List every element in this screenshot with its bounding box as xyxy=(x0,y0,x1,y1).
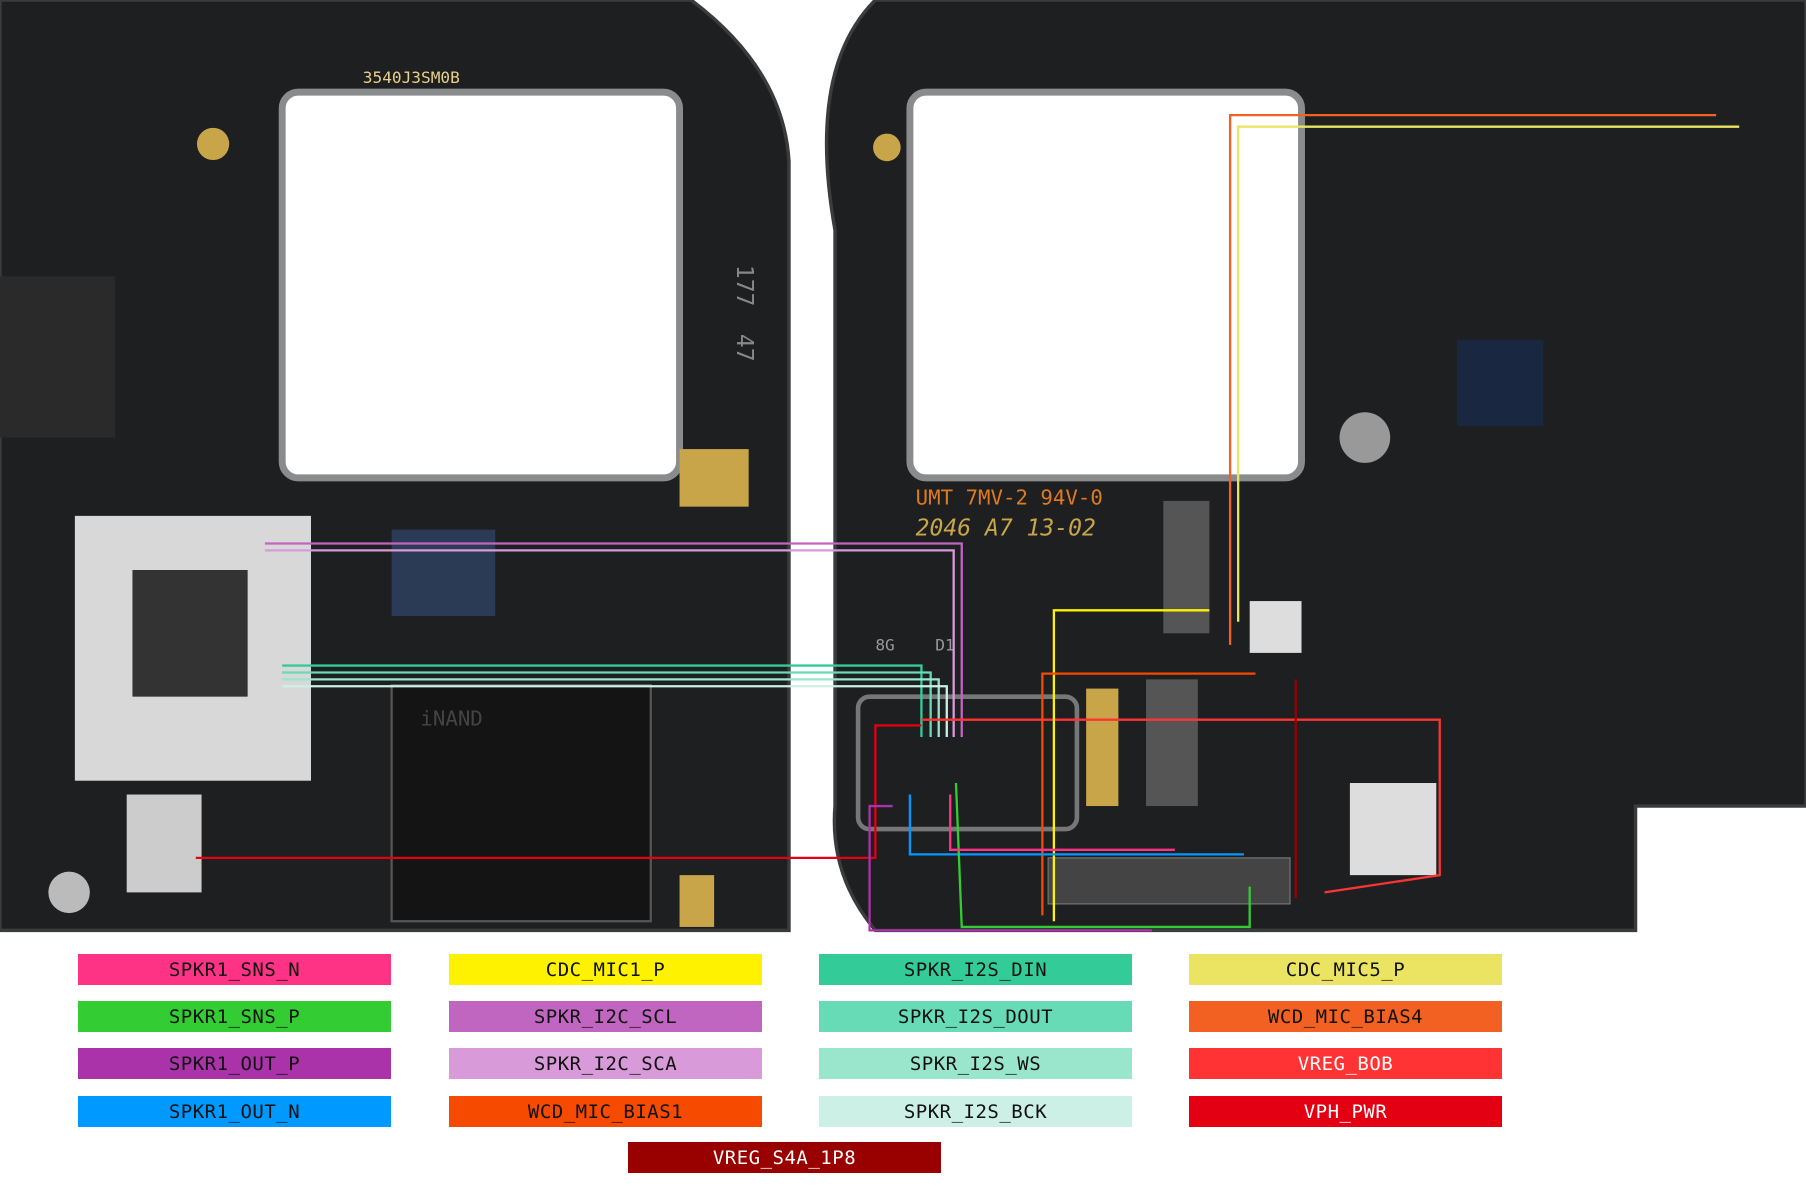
pmic-chip xyxy=(1457,339,1544,427)
left-side-marking-177: 177 xyxy=(731,265,757,307)
right-board-marking-2: 2046 A7 13-02 xyxy=(916,515,1096,541)
legend-item-cdc-mic1-p: CDC_MIC1_P xyxy=(449,954,762,985)
trace-i2s-dout xyxy=(282,671,932,737)
left-mount-hole xyxy=(196,127,230,161)
right-mount-hole xyxy=(1339,412,1391,463)
trace-mic-bias1 xyxy=(1041,672,1256,916)
legend-item-spkr1-sns-n: SPKR1_SNS_N xyxy=(78,954,391,985)
trace-i2s-ws xyxy=(282,678,940,737)
right-gold-strip xyxy=(1086,688,1119,807)
left-board-cutout xyxy=(278,88,684,482)
legend-item-vreg-bob: VREG_BOB xyxy=(1189,1048,1502,1079)
left-board-marking: 3540J3SM0B xyxy=(363,68,460,87)
trace-sns-p xyxy=(954,782,1251,929)
right-bga xyxy=(1349,783,1437,876)
signal-traces xyxy=(195,113,1740,932)
board-to-board-connector xyxy=(1047,857,1291,905)
legend-item-spkr-i2s-bck: SPKR_I2S_BCK xyxy=(819,1096,1132,1127)
emmc-marking: iNAND xyxy=(420,706,482,730)
trace-vreg-bob xyxy=(921,718,1441,894)
emmc-chip xyxy=(390,683,652,923)
trace-sns-n xyxy=(949,794,1175,851)
legend-item-spkr-i2s-ws: SPKR_I2S_WS xyxy=(819,1048,1132,1079)
trace-i2c-sca xyxy=(264,549,955,737)
left-soc-pattern xyxy=(132,569,248,697)
right-board-cutout xyxy=(906,88,1305,482)
legend-item-spkr1-out-n: SPKR1_OUT_N xyxy=(78,1096,391,1127)
trace-i2c-scl xyxy=(264,542,963,737)
right-board-marking-1: UMT 7MV-2 94V-0 xyxy=(916,485,1103,509)
legend-item-spkr-i2c-sca: SPKR_I2C_SCA xyxy=(449,1048,762,1079)
legend-item-wcd-mic-bias1: WCD_MIC_BIAS1 xyxy=(449,1096,762,1127)
trace-cdc-mic5 xyxy=(1237,125,1740,622)
legend-item-spkr-i2c-scl: SPKR_I2C_SCL xyxy=(449,1001,762,1032)
left-side-marking-47: 47 xyxy=(731,334,757,362)
legend-item-wcd-mic-bias4: WCD_MIC_BIAS4 xyxy=(1189,1001,1502,1032)
right-gold-hole xyxy=(873,133,901,162)
left-chip-2 xyxy=(0,276,116,438)
left-mount-hole-2 xyxy=(48,871,90,914)
trace-out-p xyxy=(868,804,1152,932)
legend-item-spkr-i2s-din: SPKR_I2S_DIN xyxy=(819,954,1132,985)
legend-item-cdc-mic5-p: CDC_MIC5_P xyxy=(1189,954,1502,985)
trace-mic-bias4 xyxy=(1228,113,1717,645)
legend-item-vreg-s4a-1p8: VREG_S4A_1P8 xyxy=(628,1142,941,1173)
label-d1: D1 xyxy=(935,636,954,655)
left-gold-pad xyxy=(679,449,749,507)
right-bga-2 xyxy=(1249,601,1302,653)
legend-item-spkr-i2s-dout: SPKR_I2S_DOUT xyxy=(819,1001,1132,1032)
right-connector-2 xyxy=(1146,679,1198,807)
legend-item-spkr1-out-p: SPKR1_OUT_P xyxy=(78,1048,391,1079)
right-connector-1 xyxy=(1163,500,1210,634)
speaker-amp-area xyxy=(855,694,1080,832)
trace-out-n xyxy=(908,794,1244,856)
trace-vph-pwr xyxy=(195,724,922,860)
trace-cdc-mic1 xyxy=(1052,609,1210,922)
left-chip-3 xyxy=(126,794,202,893)
left-gold-pad-2 xyxy=(679,875,715,927)
label-8g: 8G xyxy=(875,636,894,655)
legend-item-vph-pwr: VPH_PWR xyxy=(1189,1096,1502,1127)
trace-i2s-din xyxy=(282,664,923,737)
legend-item-spkr1-sns-p: SPKR1_SNS_P xyxy=(78,1001,391,1032)
